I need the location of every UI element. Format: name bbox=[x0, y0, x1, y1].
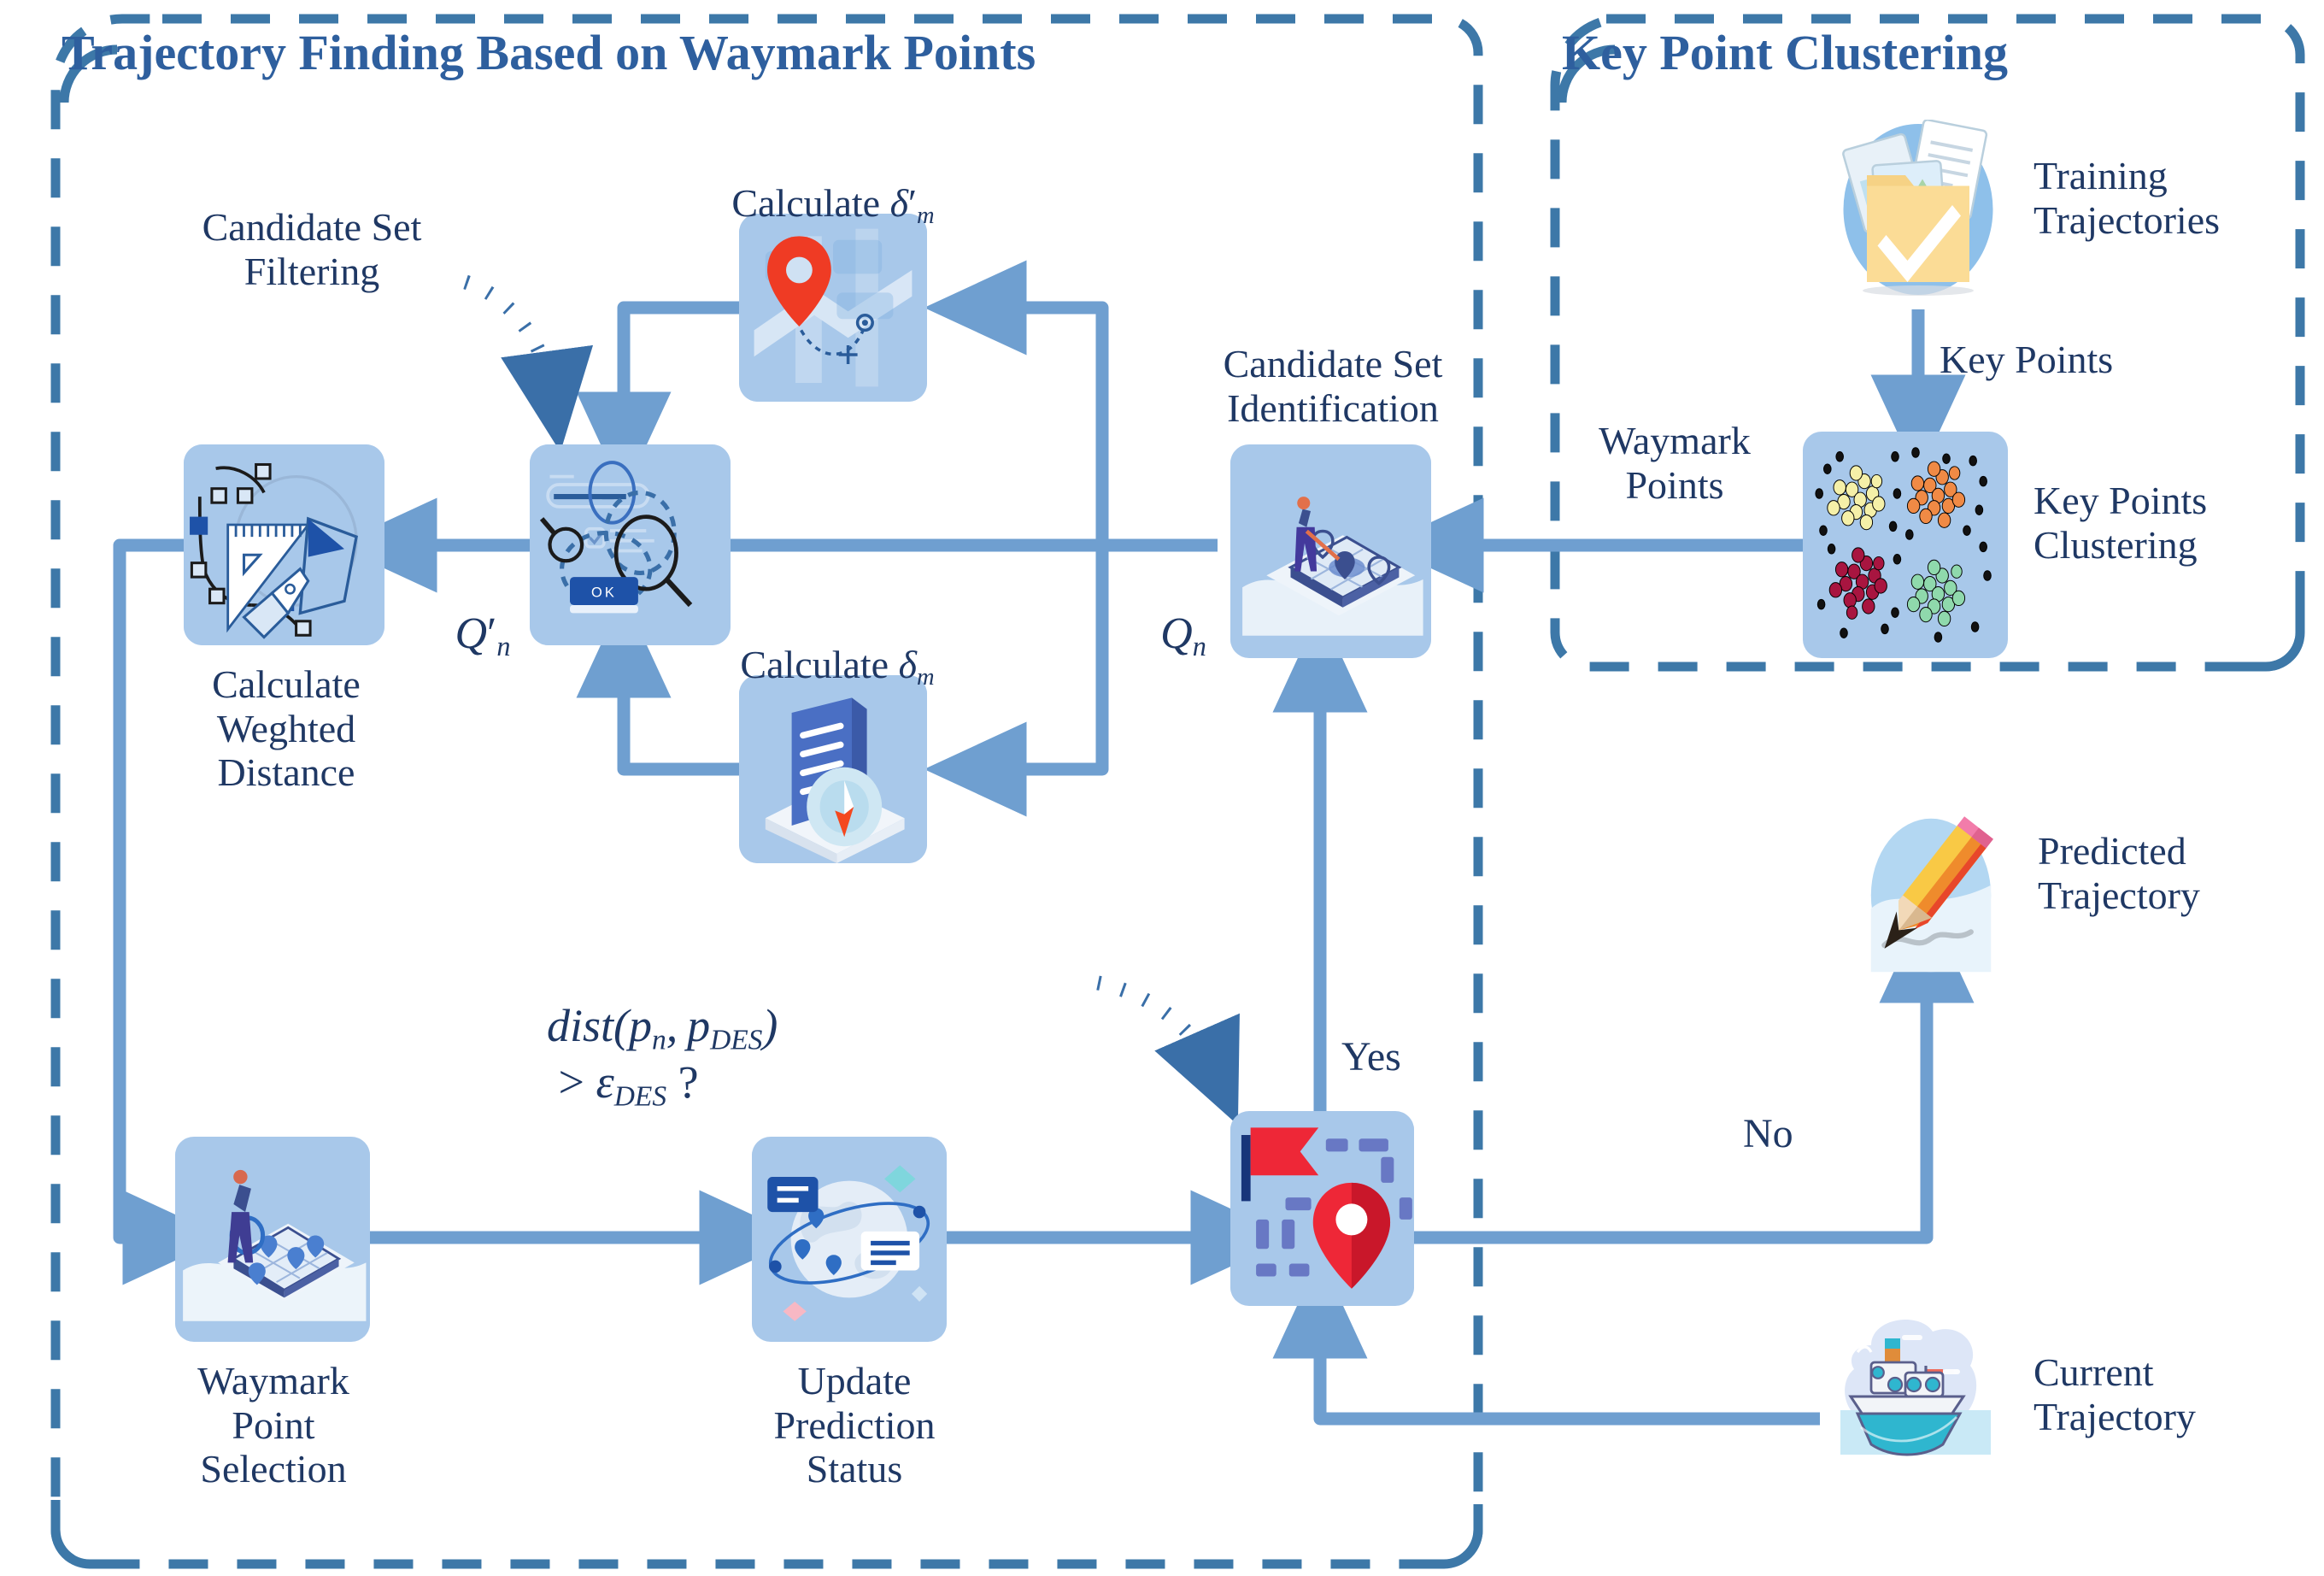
edge-to-delta bbox=[924, 545, 1109, 817]
edge-deltaprime-to-filter bbox=[576, 301, 739, 495]
node-key-points-clustering[interactable] bbox=[1803, 432, 2008, 658]
left-panel-title: Trajectory Finding Based on Waymark Poin… bbox=[62, 25, 1036, 80]
node-calc-weighted-distance[interactable] bbox=[184, 444, 384, 645]
node-waymark-point-selection[interactable] bbox=[175, 1137, 370, 1342]
label-current-trajectory: Current Trajectory bbox=[2034, 1350, 2196, 1438]
dotted-arrow-filtering bbox=[463, 274, 594, 452]
edge-label-q-n: Qn bbox=[1160, 609, 1206, 662]
node-update-prediction-status[interactable] bbox=[752, 1137, 947, 1342]
label-calc-delta: Calculate δm bbox=[740, 642, 935, 691]
node-calc-delta-prime[interactable] bbox=[739, 214, 927, 402]
folder-check-docs-icon bbox=[1842, 120, 1993, 296]
edge-no bbox=[1410, 900, 1975, 1244]
edge-label-key-points: Key Points bbox=[1940, 338, 2114, 381]
right-panel-title: Key Point Clustering bbox=[1562, 25, 2008, 80]
label-candidate-identification: Candidate Set Identification bbox=[1223, 342, 1443, 430]
label-calc-delta-prime: Calculate δ′m bbox=[731, 180, 935, 229]
node-predicted-trajectory[interactable] bbox=[1846, 812, 2016, 979]
edge-label-no: No bbox=[1743, 1111, 1793, 1156]
edge-label-waymark-points: Waymark Points bbox=[1599, 419, 1751, 507]
map-survey-icon bbox=[1230, 450, 1431, 652]
label-candidate-filter: Candidate Set Filtering bbox=[202, 205, 422, 293]
node-candidate-identification[interactable] bbox=[1230, 444, 1431, 658]
edge-current-to-check bbox=[1272, 1256, 1820, 1426]
cluster-scatter-icon bbox=[1803, 432, 2008, 658]
label-waymark-point-selection: Waymark Point Selection bbox=[197, 1359, 349, 1491]
globe-status-icon bbox=[752, 1142, 947, 1337]
edge-label-q-prime-n: Q′n bbox=[455, 609, 511, 662]
flag-pin-map-icon bbox=[1230, 1116, 1414, 1301]
condition-expression: dist(pn, pDES) > εDES ? bbox=[547, 1000, 778, 1113]
label-training-trajectories: Training Trajectories bbox=[2034, 154, 2221, 242]
ship-icon bbox=[1840, 1320, 1991, 1456]
node-candidate-filter[interactable]: OK bbox=[530, 444, 731, 645]
dotted-arrow-condition bbox=[1096, 975, 1240, 1126]
right-panel-border bbox=[1550, 14, 2305, 672]
label-predicted-trajectory: Predicted Trajectory bbox=[2038, 829, 2200, 917]
ruler-pen-icon bbox=[184, 444, 384, 645]
document-compass-icon bbox=[739, 675, 927, 863]
pencil-draw-icon bbox=[1870, 816, 1993, 973]
filter-search-ok-icon: OK bbox=[530, 444, 731, 645]
edge-delta-to-filter bbox=[576, 595, 739, 776]
edge-label-yes: Yes bbox=[1341, 1034, 1401, 1079]
edge-to-delta-prime bbox=[924, 260, 1109, 545]
left-panel-border bbox=[50, 14, 1483, 1569]
node-calc-delta[interactable] bbox=[739, 675, 927, 863]
map-pin-icon bbox=[739, 214, 927, 402]
edge-weighted-to-waymark bbox=[113, 538, 226, 1285]
label-calc-weighted-distance: Calculate Weghted Distance bbox=[212, 662, 361, 795]
map-person-icon bbox=[175, 1142, 370, 1337]
label-key-points-clustering: Key Points Clustering bbox=[2034, 479, 2208, 567]
node-current-trajectory[interactable] bbox=[1816, 1308, 2012, 1479]
svg-text:OK: OK bbox=[591, 585, 617, 601]
node-destination-check[interactable] bbox=[1230, 1111, 1414, 1306]
label-update-prediction-status: Update Prediction Status bbox=[773, 1359, 936, 1491]
node-training-trajectories[interactable] bbox=[1811, 120, 2025, 312]
